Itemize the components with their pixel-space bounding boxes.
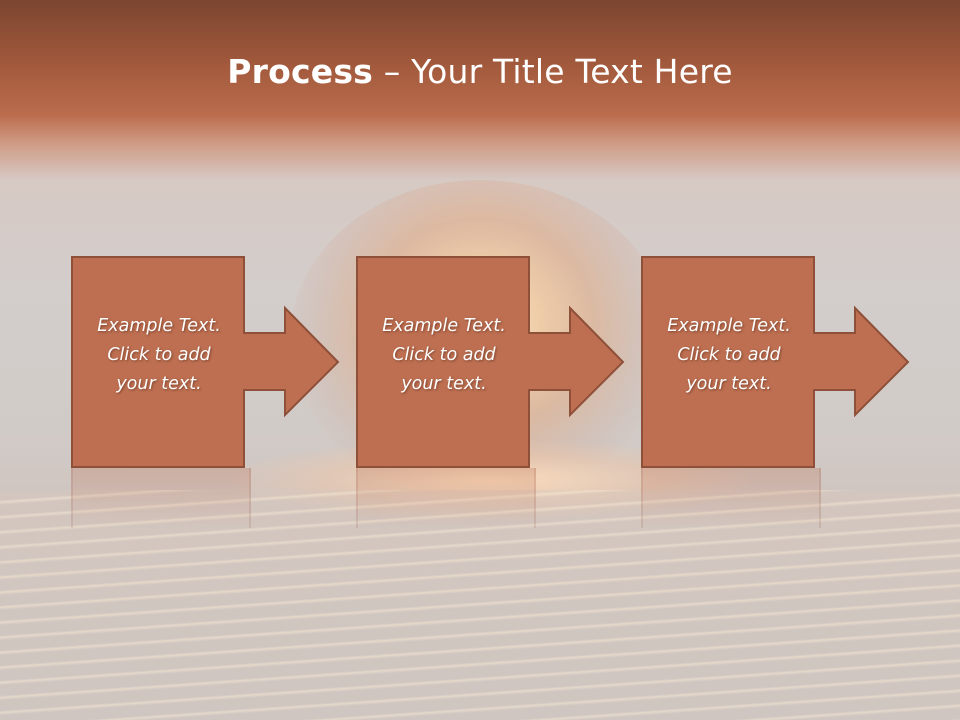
step-text[interactable]: Example Text. Click to add your text. — [97, 316, 221, 394]
step-reflection — [356, 468, 536, 528]
title-bold-text: Process — [227, 52, 374, 91]
title-rest-text: – Your Title Text Here — [373, 52, 733, 91]
step-reflection — [71, 468, 251, 528]
process-step-1[interactable]: Example Text. Click to add your text. — [71, 256, 341, 528]
step-text[interactable]: Example Text. Click to add your text. — [667, 316, 791, 394]
arrow-box-shape — [356, 256, 625, 468]
step-text[interactable]: Example Text. Click to add your text. — [382, 316, 506, 394]
process-step-3[interactable]: Example Text. Click to add your text. — [641, 256, 911, 528]
arrow-box-shape — [641, 256, 910, 468]
step-reflection — [641, 468, 821, 528]
process-step-2[interactable]: Example Text. Click to add your text. — [356, 256, 626, 528]
arrow-box-shape — [71, 256, 340, 468]
slide-title[interactable]: Process – Your Title Text Here — [0, 52, 960, 91]
background-sea-image — [0, 490, 960, 720]
